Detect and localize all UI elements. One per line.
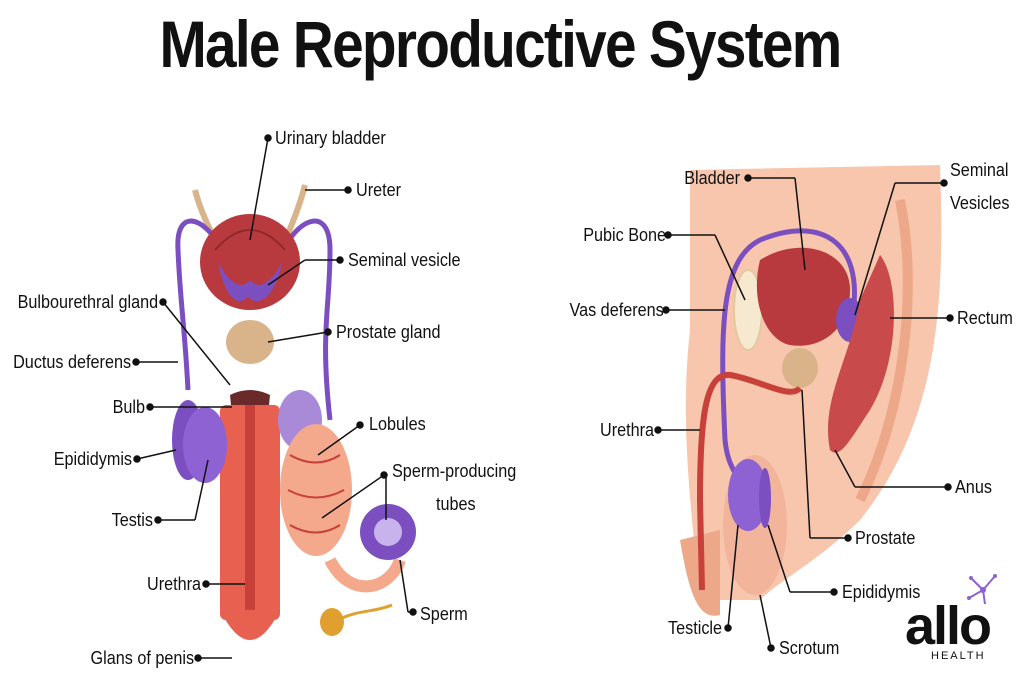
rectum-shape — [827, 255, 894, 453]
label-ureter: Ureter — [356, 180, 402, 200]
label-epididymis-left: Epididymis — [53, 449, 132, 469]
label-glans-of-penis: Glans of penis — [90, 648, 194, 668]
vas-deferens-line — [720, 228, 857, 490]
sperm-tube-duct — [324, 556, 406, 593]
label-bulbourethral-gland: Bulbourethral gland — [17, 292, 158, 312]
urethra-side-line — [696, 371, 803, 591]
logo-subtitle: HEALTH — [931, 650, 986, 662]
label-urethra-right: Urethra — [599, 420, 654, 440]
label-scrotum: Scrotum — [779, 638, 840, 658]
glans-shape — [220, 610, 280, 640]
bladder-shape — [756, 247, 850, 346]
label-bulb: Bulb — [112, 397, 145, 417]
label-ductus-deferens: Ductus deferens — [13, 352, 131, 372]
page-title: Male Reproductive System — [159, 7, 842, 81]
label-lobules: Lobules — [369, 414, 426, 434]
label-urinary-bladder: Urinary bladder — [275, 128, 386, 148]
logo-molecule-icon — [967, 574, 997, 605]
label-sperm-producing-line2: tubes — [436, 494, 476, 514]
epididymis-side-shape — [759, 468, 771, 528]
label-epididymis-right: Epididymis — [842, 582, 921, 602]
label-testicle: Testicle — [667, 618, 722, 638]
prostate-shape — [782, 348, 818, 388]
label-testis: Testis — [111, 510, 153, 530]
allo-health-logo: allo HEALTH — [905, 574, 1015, 668]
testicle-shape — [728, 459, 768, 531]
seminal-vesicle-shape — [218, 262, 282, 302]
label-urethra-left: Urethra — [146, 574, 201, 594]
label-prostate: Prostate — [855, 528, 916, 548]
right-ductus-deferens — [272, 218, 333, 421]
label-prostate-gland: Prostate gland — [336, 322, 441, 342]
urethra-line — [245, 405, 255, 630]
label-anus: Anus — [955, 477, 992, 497]
left-testis-shape — [183, 407, 227, 483]
label-seminal-vesicles-line2: Vesicles — [950, 193, 1010, 213]
right-testis-section — [280, 424, 352, 556]
prostate-gland-shape — [226, 320, 274, 364]
label-pubic-bone: Pubic Bone — [583, 225, 666, 245]
label-seminal-vesicles-line1: Seminal — [950, 160, 1009, 180]
label-rectum: Rectum — [957, 308, 1013, 328]
label-bladder: Bladder — [684, 168, 740, 188]
label-vas-deferens: Vas deferens — [569, 300, 664, 320]
label-sperm-producing-line1: Sperm-producing — [392, 461, 517, 481]
label-sperm: Sperm — [420, 604, 468, 624]
sperm-shape — [320, 608, 344, 636]
logo-word: allo — [905, 596, 992, 656]
label-seminal-vesicle: Seminal vesicle — [348, 250, 461, 270]
